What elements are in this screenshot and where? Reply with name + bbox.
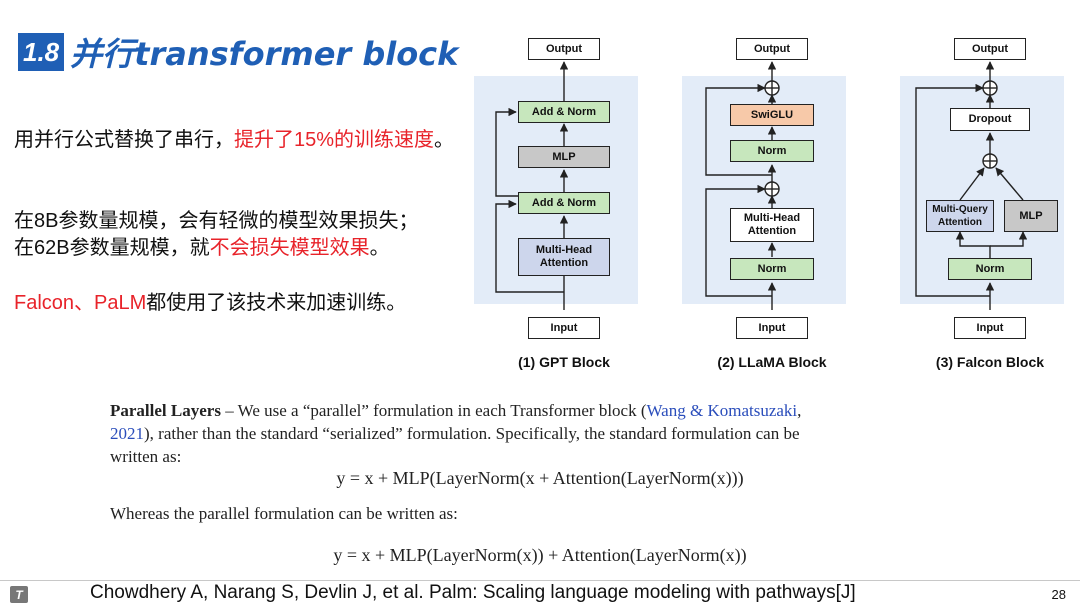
equation-parallel: y = x + MLP(LayerNorm(x)) + Attention(La…	[333, 545, 747, 565]
llama-norm-top-box: Norm	[730, 140, 814, 162]
paper-text1: – We use a “parallel” formulation in eac…	[220, 401, 647, 420]
bullet-scale-line2: 在62B参数量规模，就不会损失模型效果。	[14, 235, 469, 262]
bullet-scale: 在8B参数量规模，会有轻微的模型效果损失； 在62B参数量规模，就不会损失模型效…	[14, 208, 469, 262]
page-title: 1.8 并行transformer block	[18, 30, 458, 74]
paper-text2: ), rather than the standard “serialized”…	[144, 424, 800, 443]
gpt-mlp-box: MLP	[518, 146, 610, 168]
bullet-scale-line1: 在8B参数量规模，会有轻微的模型效果损失；	[14, 210, 419, 232]
paper-text1b: ,	[797, 401, 802, 420]
falcon-norm-box: Norm	[948, 258, 1032, 280]
llama-caption: (2) LLaMA Block	[717, 354, 827, 370]
logo-icon: T	[10, 586, 28, 603]
llama-input-box: Input	[736, 317, 808, 339]
llama-attention-box: Multi-Head Attention	[730, 208, 814, 242]
bullet-usage: Falcon、PaLM都使用了该技术来加速训练。	[14, 290, 469, 317]
falcon-mlp-box: MLP	[1004, 200, 1058, 232]
falcon-dropout-box: Dropout	[950, 108, 1030, 131]
gpt-input-box: Input	[528, 317, 600, 339]
gpt-add-norm-top-box: Add & Norm	[518, 101, 610, 123]
title-text: 并行transformer block	[70, 35, 459, 73]
citation-link-authors[interactable]: Wang & Komatsuzaki	[646, 401, 798, 420]
paper-line1: Parallel Layers – We use a “parallel” fo…	[110, 399, 990, 422]
diagram-arrows	[495, 61, 1028, 310]
paper-text4: Whereas the parallel formulation can be …	[110, 504, 458, 523]
bullet-usage-highlight: Falcon、PaLM	[14, 292, 147, 314]
gpt-caption: (1) GPT Block	[518, 354, 610, 370]
paper-excerpt: Parallel Layers – We use a “parallel” fo…	[110, 399, 990, 468]
falcon-mqa-box: Multi-Query Attention	[926, 200, 994, 232]
bullet-scale-line2-text: 在62B参数量规模，就	[14, 237, 210, 259]
falcon-output-box: Output	[954, 38, 1026, 60]
section-number: 1.8	[18, 33, 65, 71]
bullet-speed-text: 用并行公式替换了串行，	[14, 129, 234, 151]
falcon-caption: (3) Falcon Block	[935, 354, 1045, 370]
paper-line2: 2021), rather than the standard “seriali…	[110, 422, 990, 445]
llama-output-box: Output	[736, 38, 808, 60]
falcon-input-box: Input	[954, 317, 1026, 339]
bullet-scale-highlight: 不会损失模型效果	[209, 237, 370, 259]
gpt-attention-box: Multi-Head Attention	[518, 238, 610, 276]
gpt-output-box: Output	[528, 38, 600, 60]
page-number: 28	[1051, 587, 1066, 602]
footer-citation: Chowdhery A, Narang S, Devlin J, et al. …	[90, 582, 856, 603]
bullet-speed-end: 。	[434, 129, 455, 151]
bullet-scale-line2-end: 。	[369, 237, 390, 259]
paper-text3: written as:	[110, 447, 182, 466]
footer-divider	[0, 580, 1080, 581]
paper-heading: Parallel Layers	[110, 401, 221, 420]
equation-serial: y = x + MLP(LayerNorm(x + Attention(Laye…	[336, 468, 744, 488]
llama-swiglu-box: SwiGLU	[730, 104, 814, 126]
llama-norm-bottom-box: Norm	[730, 258, 814, 280]
bullet-usage-text: 都使用了该技术来加速训练。	[146, 292, 407, 314]
bullet-speed-highlight: 提升了15%的训练速度	[234, 129, 435, 151]
citation-link-year[interactable]: 2021	[110, 424, 144, 443]
gpt-add-norm-bottom-box: Add & Norm	[518, 192, 610, 214]
block-diagrams: Output Add & Norm MLP Add & Norm Multi-H…	[466, 32, 1066, 377]
bullet-speed: 用并行公式替换了串行，提升了15%的训练速度。	[14, 127, 469, 154]
